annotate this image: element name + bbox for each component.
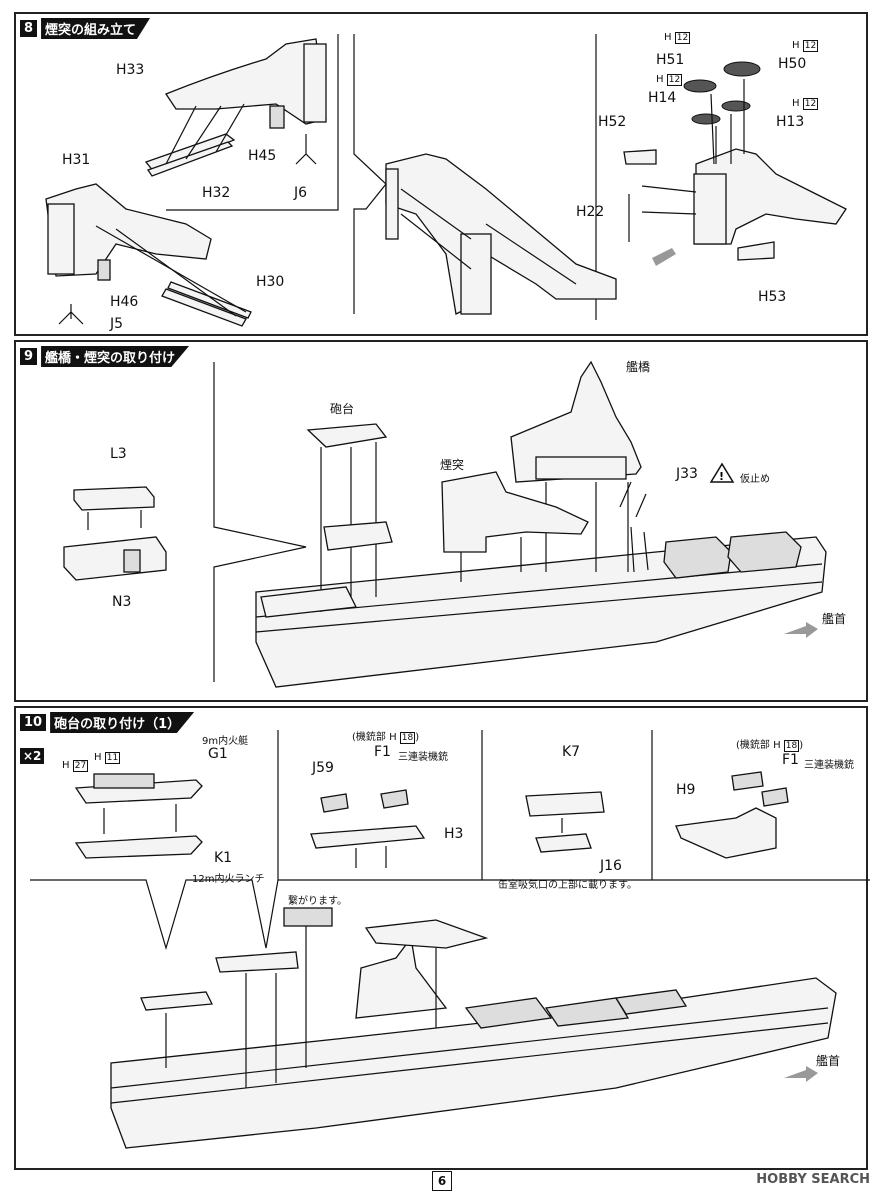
step10-drawing	[30, 730, 870, 1149]
runner-h12-c: H 12	[656, 74, 683, 86]
multiplier-badge: ×2	[20, 748, 45, 764]
step9-title: 艦橋・煙突の取り付け	[41, 346, 190, 367]
step10-title: 砲台の取り付け（1）	[50, 712, 195, 733]
label-triple-mg-a: 三連装機銃	[398, 752, 448, 763]
part-h33: H33	[116, 62, 145, 78]
step8-header: 8 煙突の組み立て	[20, 18, 151, 39]
part-j16: J16	[600, 858, 622, 874]
part-k7: K7	[562, 744, 581, 760]
part-j33: J33	[676, 466, 698, 482]
step8-panel: 8 煙突の組み立て	[14, 12, 868, 336]
part-k1: K1	[214, 850, 233, 866]
label-k7-note: 缶室吸気口の上部に載ります。	[498, 880, 637, 891]
runner-h12-d: H 12	[792, 98, 819, 110]
watermark: HOBBY SEARCH	[756, 1172, 870, 1187]
label-funnel: 煙突	[440, 458, 465, 472]
step9-drawing: !	[63, 360, 827, 688]
step8-number: 8	[20, 20, 38, 37]
runner-h12-a: H 12	[664, 32, 691, 44]
part-g1: G1	[208, 746, 228, 762]
label-bridge: 艦橋	[626, 360, 651, 374]
label-bow-10: 艦首	[816, 1054, 841, 1068]
svg-text:!: !	[719, 470, 724, 483]
runner-h27: H 27	[62, 760, 89, 772]
step9-panel: 9 艦橋・煙突の取り付け	[14, 340, 868, 702]
part-h3: H3	[444, 826, 464, 842]
label-boat9: 9m内火艇	[202, 736, 249, 747]
runner-h12-b: H 12	[792, 40, 819, 52]
page-number: 6	[432, 1171, 452, 1191]
label-gun-mount: 砲台	[330, 402, 355, 416]
step9-number: 9	[20, 348, 38, 365]
part-j6: J6	[294, 185, 308, 201]
step10-header: 10 砲台の取り付け（1）	[20, 712, 195, 733]
part-h46: H46	[110, 294, 139, 310]
part-h53: H53	[758, 289, 787, 305]
step10-panel: 10 砲台の取り付け（1）	[14, 706, 870, 1170]
runner-h11: H 11	[94, 752, 121, 764]
part-h52: H52	[598, 114, 627, 130]
step8-drawing	[45, 34, 847, 327]
part-h14: H14	[648, 90, 677, 106]
step10-number: 10	[20, 714, 47, 731]
label-boat12: 12m内火ランチ	[192, 874, 265, 885]
label-triple-mg-b: 三連装機銃	[804, 760, 854, 771]
step9-header: 9 艦橋・煙突の取り付け	[20, 346, 190, 367]
part-j59: J59	[312, 760, 334, 776]
part-h51: H51	[656, 52, 685, 68]
part-n3: N3	[112, 594, 132, 610]
part-h9: H9	[676, 782, 696, 798]
part-h32: H32	[202, 185, 231, 201]
part-h22: H22	[576, 204, 605, 220]
part-f1: F1	[374, 744, 391, 760]
part-f1-b: F1	[782, 752, 799, 768]
label-mg-group-b: (機銃部 H 18)	[736, 740, 804, 752]
label-connect: 繋がります。	[288, 896, 347, 907]
label-mg-group-a: (機銃部 H 18)	[352, 732, 420, 744]
part-j5: J5	[110, 316, 124, 332]
part-h50: H50	[778, 56, 807, 72]
part-h30: H30	[256, 274, 285, 290]
part-h31: H31	[62, 152, 91, 168]
label-bow-9: 艦首	[822, 612, 847, 626]
part-h13: H13	[776, 114, 805, 130]
step8-title: 煙突の組み立て	[41, 18, 151, 39]
part-l3: L3	[110, 446, 127, 462]
part-h45: H45	[248, 148, 277, 164]
label-temp-stop: 仮止め	[740, 474, 770, 485]
